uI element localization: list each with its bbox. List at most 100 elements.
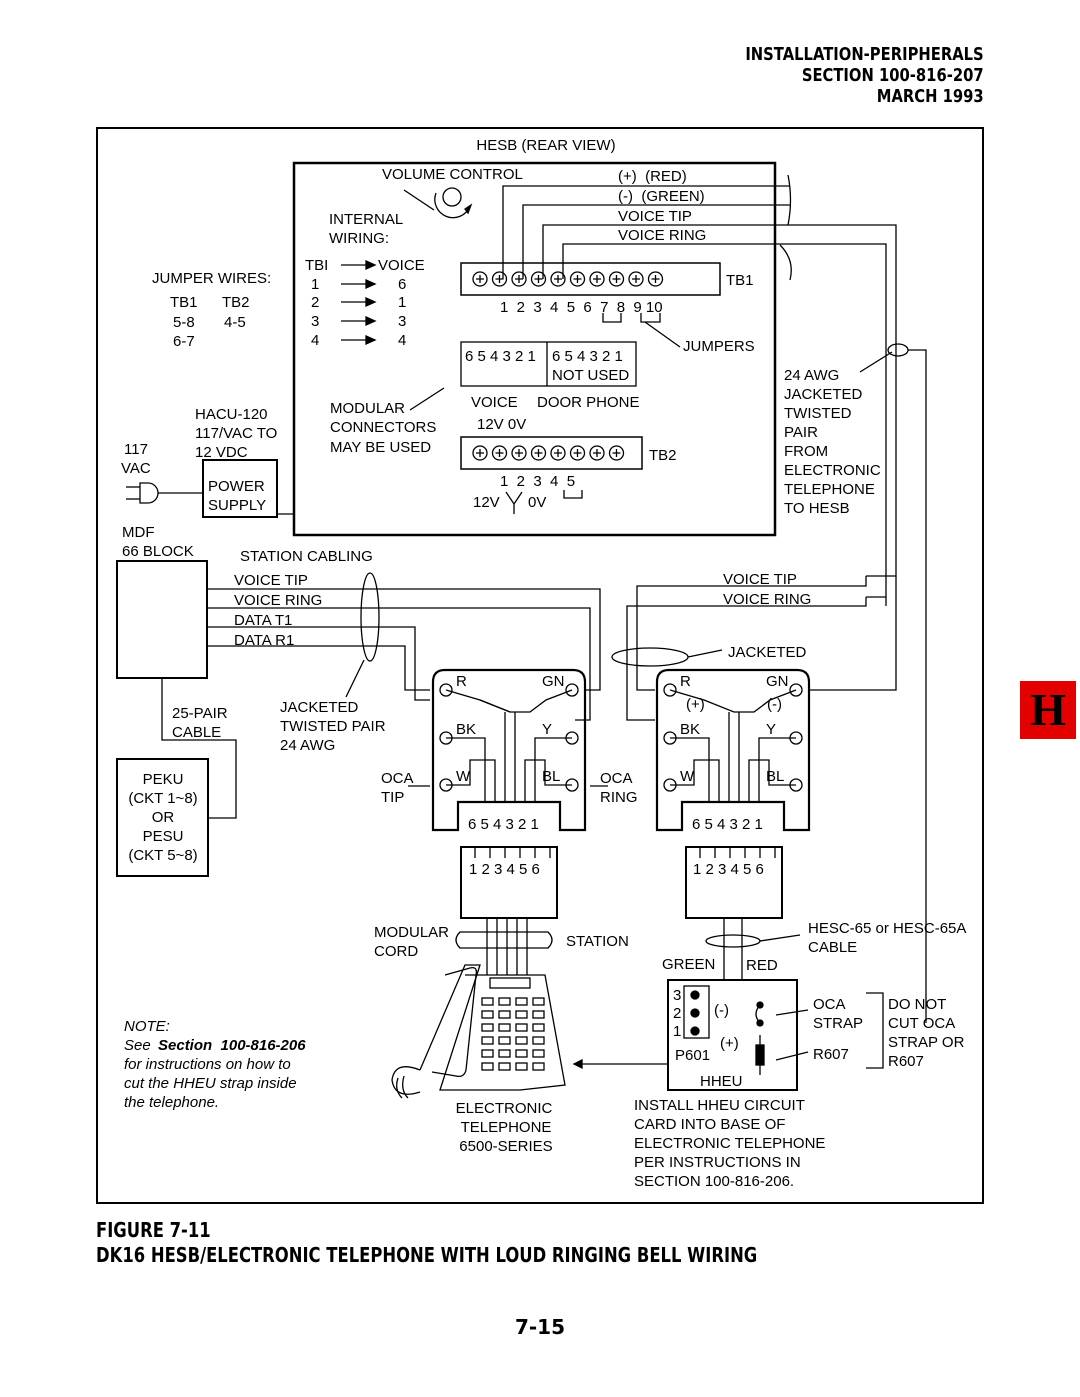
mdf-label: MDF xyxy=(122,524,155,541)
install-line-3: ELECTRONIC TELEPHONE xyxy=(634,1135,825,1152)
tb-map-right-1: 6 xyxy=(398,276,406,293)
modular-cord-1: MODULAR xyxy=(374,924,449,941)
volume-knob-icon xyxy=(434,187,473,219)
left-wire-data-r1: DATA R1 xyxy=(234,632,294,649)
jumper-row1-tb1: 5-8 xyxy=(173,314,195,331)
header-date: MARCH 1993 xyxy=(877,86,984,107)
hheu-pin-1: 1 xyxy=(673,1023,681,1040)
tb2-screw-icon xyxy=(608,445,625,461)
jumper-col-tb2: TB2 xyxy=(222,294,250,311)
modular-connectors-1: MODULAR xyxy=(330,400,405,417)
station-label: STATION xyxy=(566,933,629,950)
jack-right-minus: (-) xyxy=(767,696,782,713)
header-section: SECTION 100-816-207 xyxy=(802,65,984,86)
right-wire-voice-ring: VOICE RING xyxy=(723,591,811,608)
tb1-label: TB1 xyxy=(726,272,754,289)
note-section-ref: Section 100-816-206 xyxy=(158,1037,306,1054)
note-see: See xyxy=(124,1037,151,1054)
tb1-numbers: 1 2 3 4 5 6 7 8 9 10 xyxy=(500,299,663,316)
awg-line-5: FROM xyxy=(784,443,828,460)
page-number: 7-15 xyxy=(514,1315,566,1339)
voltage-label: 12V 0V xyxy=(477,416,526,433)
tb2-screw-icon xyxy=(550,445,566,461)
tb-map-right-4: 4 xyxy=(398,332,406,349)
oca-ring-1: OCA xyxy=(600,770,633,787)
wire-label-red: (+) (RED) xyxy=(618,168,687,185)
tb2-label: TB2 xyxy=(649,447,677,464)
do-not-cut-4: R607 xyxy=(888,1053,924,1070)
vac-label-1: 117 xyxy=(124,441,148,458)
modular-cord-2: CORD xyxy=(374,943,418,960)
plug-right-pins: 1 2 3 4 5 6 xyxy=(693,861,764,878)
header-title: INSTALLATION-PERIPHERALS xyxy=(745,44,984,65)
peku-line-2: (CKT 1~8) xyxy=(128,790,197,807)
power-supply-box xyxy=(202,459,278,518)
tb-map-right-3: 3 xyxy=(398,313,406,330)
tb2-screw-icon xyxy=(569,445,586,461)
tbi-header: TBI xyxy=(305,257,328,274)
jumper-col-tb1: TB1 xyxy=(170,294,198,311)
jack-left-w: W xyxy=(456,768,471,785)
not-used-label: NOT USED xyxy=(552,367,629,384)
station-cabling-label: STATION CABLING xyxy=(240,548,373,565)
install-line-5: SECTION 100-816-206. xyxy=(634,1173,794,1190)
jack-right-pins: 6 5 4 3 2 1 xyxy=(692,816,763,833)
awg-line-1: 24 AWG xyxy=(784,367,839,384)
modular-connectors-3: MAY BE USED xyxy=(330,439,431,456)
p601-label: P601 xyxy=(675,1047,710,1064)
jack-left-pins: 6 5 4 3 2 1 xyxy=(468,816,539,833)
awg-line-7: TELEPHONE xyxy=(784,481,875,498)
jack-right-gn: GN xyxy=(766,673,789,690)
jack-left-y: Y xyxy=(542,721,552,738)
hheu-label: HHEU xyxy=(700,1073,743,1090)
tb-map-right-2: 1 xyxy=(398,294,406,311)
hacu-label-3: 12 VDC xyxy=(195,444,248,461)
tb1-screw-icon xyxy=(550,271,566,287)
voice-header: VOICE xyxy=(378,257,425,274)
tb-map-left-1: 1 xyxy=(311,276,319,293)
block-label: 66 BLOCK xyxy=(122,543,194,560)
jack-right-r: R xyxy=(680,673,691,690)
peku-line-4: PESU xyxy=(143,828,184,845)
oca-jack-left xyxy=(408,668,608,832)
telephone-label-2: TELEPHONE xyxy=(461,1119,552,1136)
vac-label-2: VAC xyxy=(121,460,151,477)
tb2-screw-icon xyxy=(589,445,605,461)
jumper-row2-tb1: 6-7 xyxy=(173,333,195,350)
jacketed-twisted-2: TWISTED PAIR xyxy=(280,718,386,735)
tb-map-left-2: 2 xyxy=(311,294,319,311)
hheu-plus: (+) xyxy=(720,1035,739,1052)
hesb-title: HESB (REAR VIEW) xyxy=(476,137,615,154)
tb-map-left-4: 4 xyxy=(311,332,319,349)
supply-label: SUPPLY xyxy=(208,497,266,514)
oca-tip-2: TIP xyxy=(381,789,404,806)
tb1-terminal-block xyxy=(460,262,721,296)
left-wire-data-t1: DATA T1 xyxy=(234,612,292,629)
wiring-label: WIRING: xyxy=(329,230,389,247)
jack-left-bk: BK xyxy=(456,721,476,738)
figure-caption: DK16 HESB/ELECTRONIC TELEPHONE WITH LOUD… xyxy=(96,1243,758,1267)
r607-label: R607 xyxy=(813,1046,849,1063)
oca-strap-1: OCA xyxy=(813,996,846,1013)
peku-pesu-box xyxy=(116,758,209,877)
voice-label: VOICE xyxy=(471,394,518,411)
hacu-label-1: HACU-120 xyxy=(195,406,268,423)
tb1-screw-icon xyxy=(608,271,625,287)
jumper-table-left: 6 5 4 3 2 1 xyxy=(465,348,536,365)
awg-line-3: TWISTED xyxy=(784,405,852,422)
modular-connectors-2: CONNECTORS xyxy=(330,419,436,436)
page-header: INSTALLATION-PERIPHERALS SECTION 100-816… xyxy=(746,44,984,107)
note-line-1: for instructions on how to xyxy=(124,1056,291,1073)
tb1-screw-icon xyxy=(491,271,508,287)
electronic-telephone-icon xyxy=(391,964,566,1099)
tb2-terminal-block xyxy=(460,436,643,470)
telephone-label-3: 6500-SERIES xyxy=(459,1138,552,1155)
awg-line-4: PAIR xyxy=(784,424,818,441)
pair-cable-2: CABLE xyxy=(172,724,221,741)
jack-right-bl: BL xyxy=(766,768,784,785)
hesb-box xyxy=(292,161,777,537)
plug-left-pins: 1 2 3 4 5 6 xyxy=(469,861,540,878)
tb1-screw-icon xyxy=(511,271,527,287)
note-title: NOTE: xyxy=(124,1018,170,1035)
